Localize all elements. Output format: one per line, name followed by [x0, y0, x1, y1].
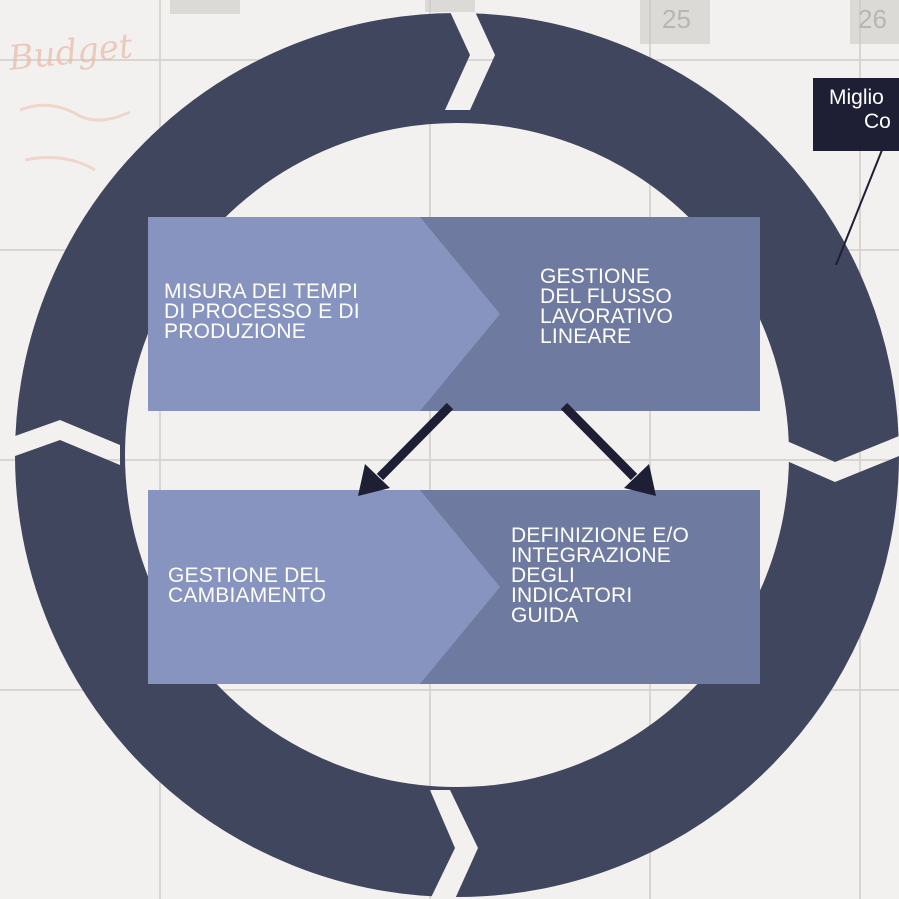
callout-label: Miglio Co — [813, 78, 899, 151]
step-change-management: GESTIONE DEL CAMBIAMENTO — [168, 564, 327, 607]
calendar-number: 26 — [858, 4, 887, 34]
chevron-step-light — [148, 490, 500, 684]
arrowhead-right — [624, 464, 656, 496]
calendar-tile — [850, 0, 899, 44]
calendar-tile — [640, 0, 710, 44]
arrowhead-left — [358, 464, 390, 496]
calendar-number: 25 — [662, 4, 691, 34]
chevron-step-light — [148, 217, 500, 411]
callout-pointer — [835, 139, 887, 266]
step-key-indicators: DEFINIZIONE E/O INTEGRAZIONE DEGLI INDIC… — [511, 524, 690, 627]
arrow-right-down — [560, 402, 638, 481]
ring-segments — [15, 13, 899, 897]
step-linear-workflow: GESTIONE DEL FLUSSO LAVORATIVO LINEARE — [540, 265, 674, 348]
arrow-left-down — [376, 402, 454, 481]
step-measure-process-times: MISURA DEI TEMPI DI PROCESSO E DI PRODUZ… — [164, 280, 360, 343]
